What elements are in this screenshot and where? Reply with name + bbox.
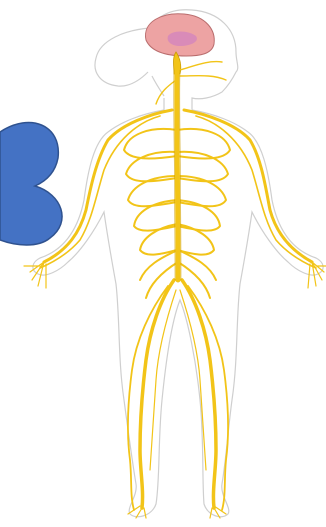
blob-body [0,123,62,245]
spinal-cord [177,70,178,280]
hair-ponytail [95,28,150,86]
blue-blob-shape [0,123,62,245]
